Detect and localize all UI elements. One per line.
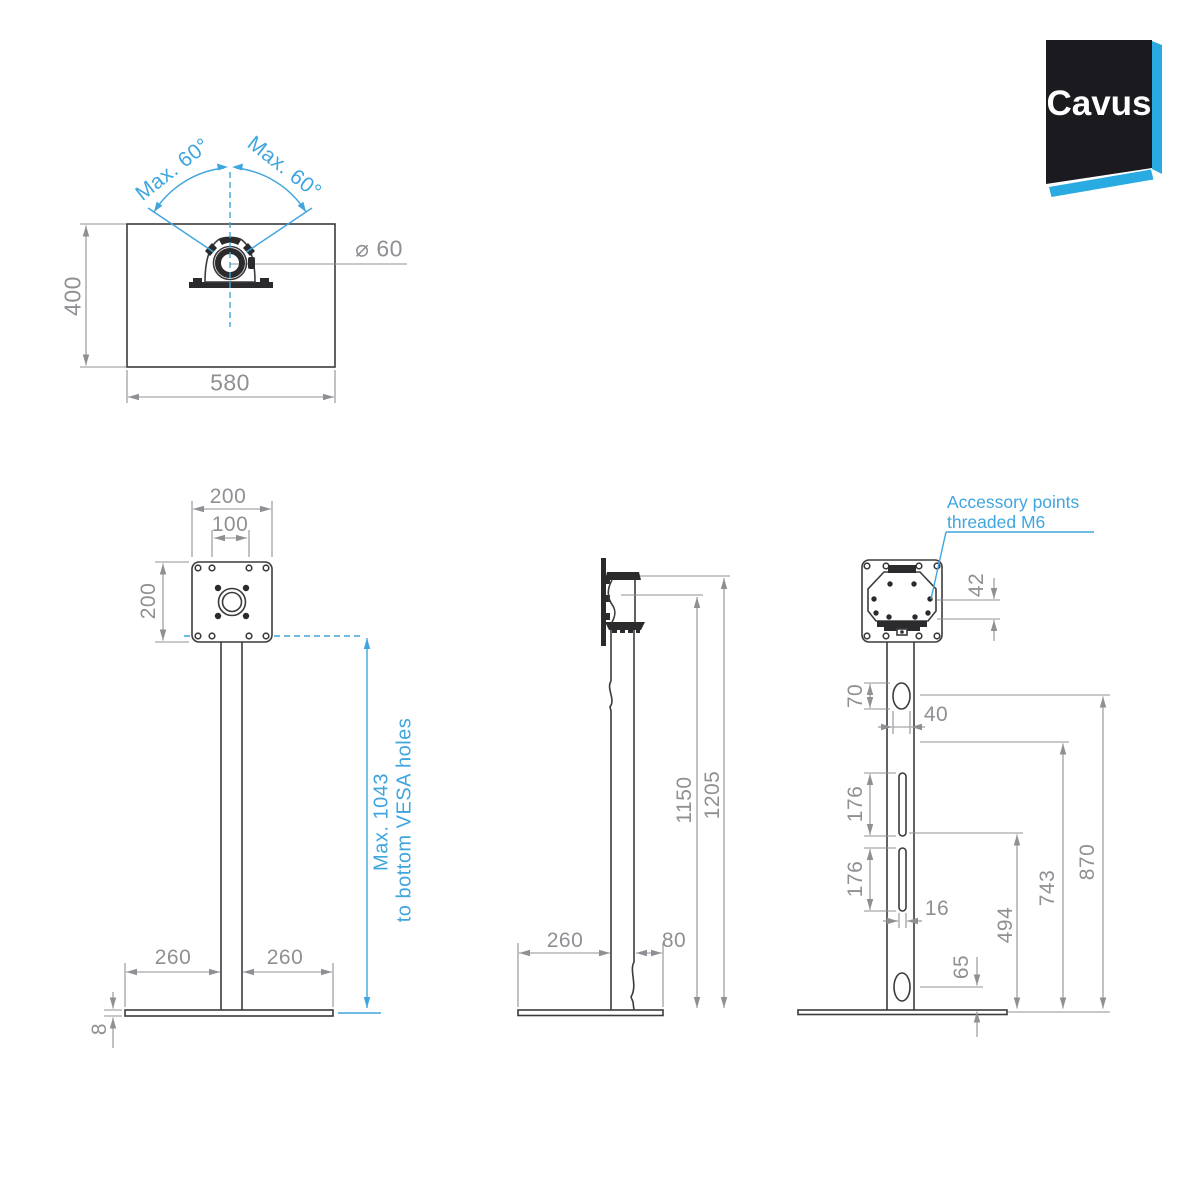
depth-400-label: 400 [59,276,86,316]
cable-hole-width-label: 40 [923,703,949,726]
slot-lower-label: 176 [844,860,867,898]
base-plate-side [517,1009,664,1017]
slot-upper-label: 176 [844,785,867,823]
logo-background [1046,40,1152,184]
mount-bracket-back [867,565,937,636]
logo-accent-right [1152,41,1162,174]
accessory-note-leader [930,531,947,600]
accessory-note-line1: Accessory points [947,492,1080,512]
column-side [608,630,613,1010]
vesa-height-label: 200 [137,582,160,620]
vesa-width-label: 200 [209,485,247,508]
slot-width-label: 16 [924,897,950,920]
slot-upper [898,772,907,837]
vesa-spacing-label: 100 [211,513,249,536]
height-494-label: 494 [994,906,1017,944]
front-view-drawing [104,501,381,1048]
side-base-rear-label: 80 [661,929,687,952]
cavus-brand-wordmark: Cavus [1046,84,1152,123]
back-view-drawing [797,531,1110,1037]
height-870-label: 870 [1076,843,1099,881]
cavus-logo [1046,40,1162,197]
max-height-value-label: Max. 1043 [370,773,393,871]
total-height-label: 1205 [701,770,724,820]
diameter-label: ⌀ 60 [355,235,403,262]
height-743-label: 743 [1036,869,1059,907]
logo-accent-bottom [1049,169,1154,197]
side-view-drawing [517,558,730,1017]
vesa-plate-front [191,561,273,643]
base-left-260-label: 260 [154,946,192,969]
cable-hole-height-label: 70 [844,683,867,709]
base-plate-back [797,1009,1008,1016]
cable-hole-bottom [893,972,911,1002]
base-plate-front [124,1009,334,1017]
mount-head-side [601,558,645,646]
slot-lower [898,847,907,912]
cable-hole-top [892,682,911,710]
top-view-drawing [80,163,407,403]
side-base-front-label: 260 [546,929,584,952]
width-580-label: 580 [210,369,250,396]
column-height-label: 1150 [673,776,696,824]
swivel-angle-annotation [147,163,313,327]
base-thickness-label: 8 [88,1022,111,1036]
base-right-260-label: 260 [266,946,304,969]
accessory-note-line2: threaded M6 [947,512,1046,532]
bottom-hole-offset-label: 65 [950,954,973,980]
max-height-caption-label: to bottom VESA holes [393,717,416,923]
accessory-spacing-label: 42 [965,572,988,598]
